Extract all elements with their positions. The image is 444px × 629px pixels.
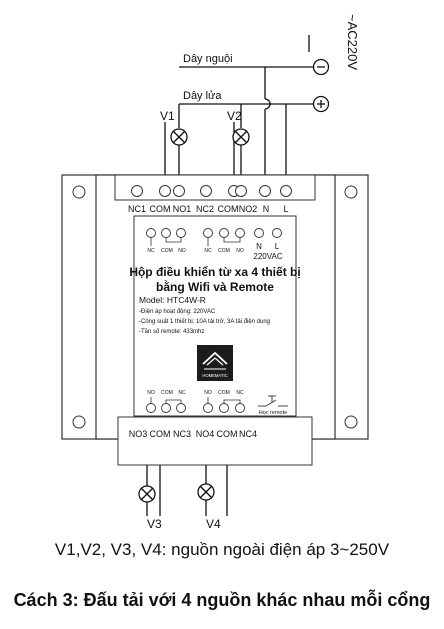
terminal-no4: NO4 xyxy=(196,429,215,439)
brand-name: HOMEMATIC xyxy=(202,373,227,378)
lamp-3-icon xyxy=(138,485,156,503)
label-spec-voltage: -Điện áp hoạt động: 220VAC xyxy=(139,309,216,315)
learn-remote-label: Học remote xyxy=(259,410,287,416)
diagram-title: Cách 3: Đấu tải với 4 nguồn khác nhau mỗ… xyxy=(13,590,431,610)
v1-label: V1 xyxy=(160,109,175,123)
voltage-note: V1,V2, V3, V4: nguồn ngoài điện áp 3~250… xyxy=(54,540,390,559)
neutral-source-symbol xyxy=(312,58,330,76)
label-spec-power: -Công suất 1 thiết bị: 10A tải trở, 3A t… xyxy=(139,318,270,325)
top-relay-pins xyxy=(146,228,282,246)
label-title-line2: bằng Wifi và Remote xyxy=(156,279,274,294)
pin-top-com2: COM xyxy=(218,248,230,254)
power-rating: 220VAC xyxy=(253,252,282,261)
pin-top-no1: NO xyxy=(178,248,186,254)
phase-label: ~AC220V xyxy=(345,14,360,70)
v2-label: V2 xyxy=(227,109,242,123)
neutral-label: Dây nguội xyxy=(183,53,233,65)
terminal-nc3: NC3 xyxy=(173,429,191,439)
top-terminal-block xyxy=(131,185,292,197)
terminal-no1: NO1 xyxy=(173,204,192,214)
terminal-com4: COM xyxy=(217,429,238,439)
label-model: Model: HTC4W-R xyxy=(139,295,206,305)
pin-bottom-com3: COM xyxy=(161,390,173,396)
pin-top-nc1: NC xyxy=(147,248,155,254)
homematic-logo-icon: HOMEMATIC xyxy=(197,345,233,381)
lamp-1-icon xyxy=(170,128,188,146)
lamp-2-icon xyxy=(232,128,250,146)
pin-bottom-com4: COM xyxy=(218,390,230,396)
terminal-nc4: NC4 xyxy=(239,429,257,439)
terminal-n: N xyxy=(263,204,270,214)
pin-top-no2: NO xyxy=(236,248,244,254)
pin-top-com1: COM xyxy=(161,248,173,254)
live-source-symbol xyxy=(312,95,330,113)
bottom-relay-pins xyxy=(146,397,245,413)
terminal-l: L xyxy=(283,204,288,214)
pin-bottom-no3: NO xyxy=(147,390,155,396)
device-label xyxy=(133,215,297,417)
terminal-nc1: NC1 xyxy=(128,204,146,214)
lamp-4-icon xyxy=(197,483,215,501)
label-title-line1: Hộp điều khiển từ xa 4 thiết bị xyxy=(129,265,300,279)
learn-remote-button-icon xyxy=(258,395,288,407)
live-label: Dây lửa xyxy=(183,90,222,102)
pin-bottom-nc3: NC xyxy=(178,390,186,396)
v3-label: V3 xyxy=(147,517,162,531)
terminal-no2: NO2 xyxy=(239,204,258,214)
pin-bottom-no4: NO xyxy=(204,390,212,396)
pin-bottom-nc4: NC xyxy=(236,390,244,396)
pin-top-l: L xyxy=(275,242,280,251)
pin-top-n: N xyxy=(256,242,262,251)
v4-label: V4 xyxy=(206,517,221,531)
terminal-com2: COM xyxy=(218,204,239,214)
terminal-nc2: NC2 xyxy=(196,204,214,214)
terminal-com1: COM xyxy=(150,204,171,214)
terminal-no3: NO3 xyxy=(129,429,148,439)
label-spec-frequency: -Tần số remote: 433mhz xyxy=(139,329,204,335)
pin-top-nc2: NC xyxy=(204,248,212,254)
terminal-com3: COM xyxy=(150,429,171,439)
